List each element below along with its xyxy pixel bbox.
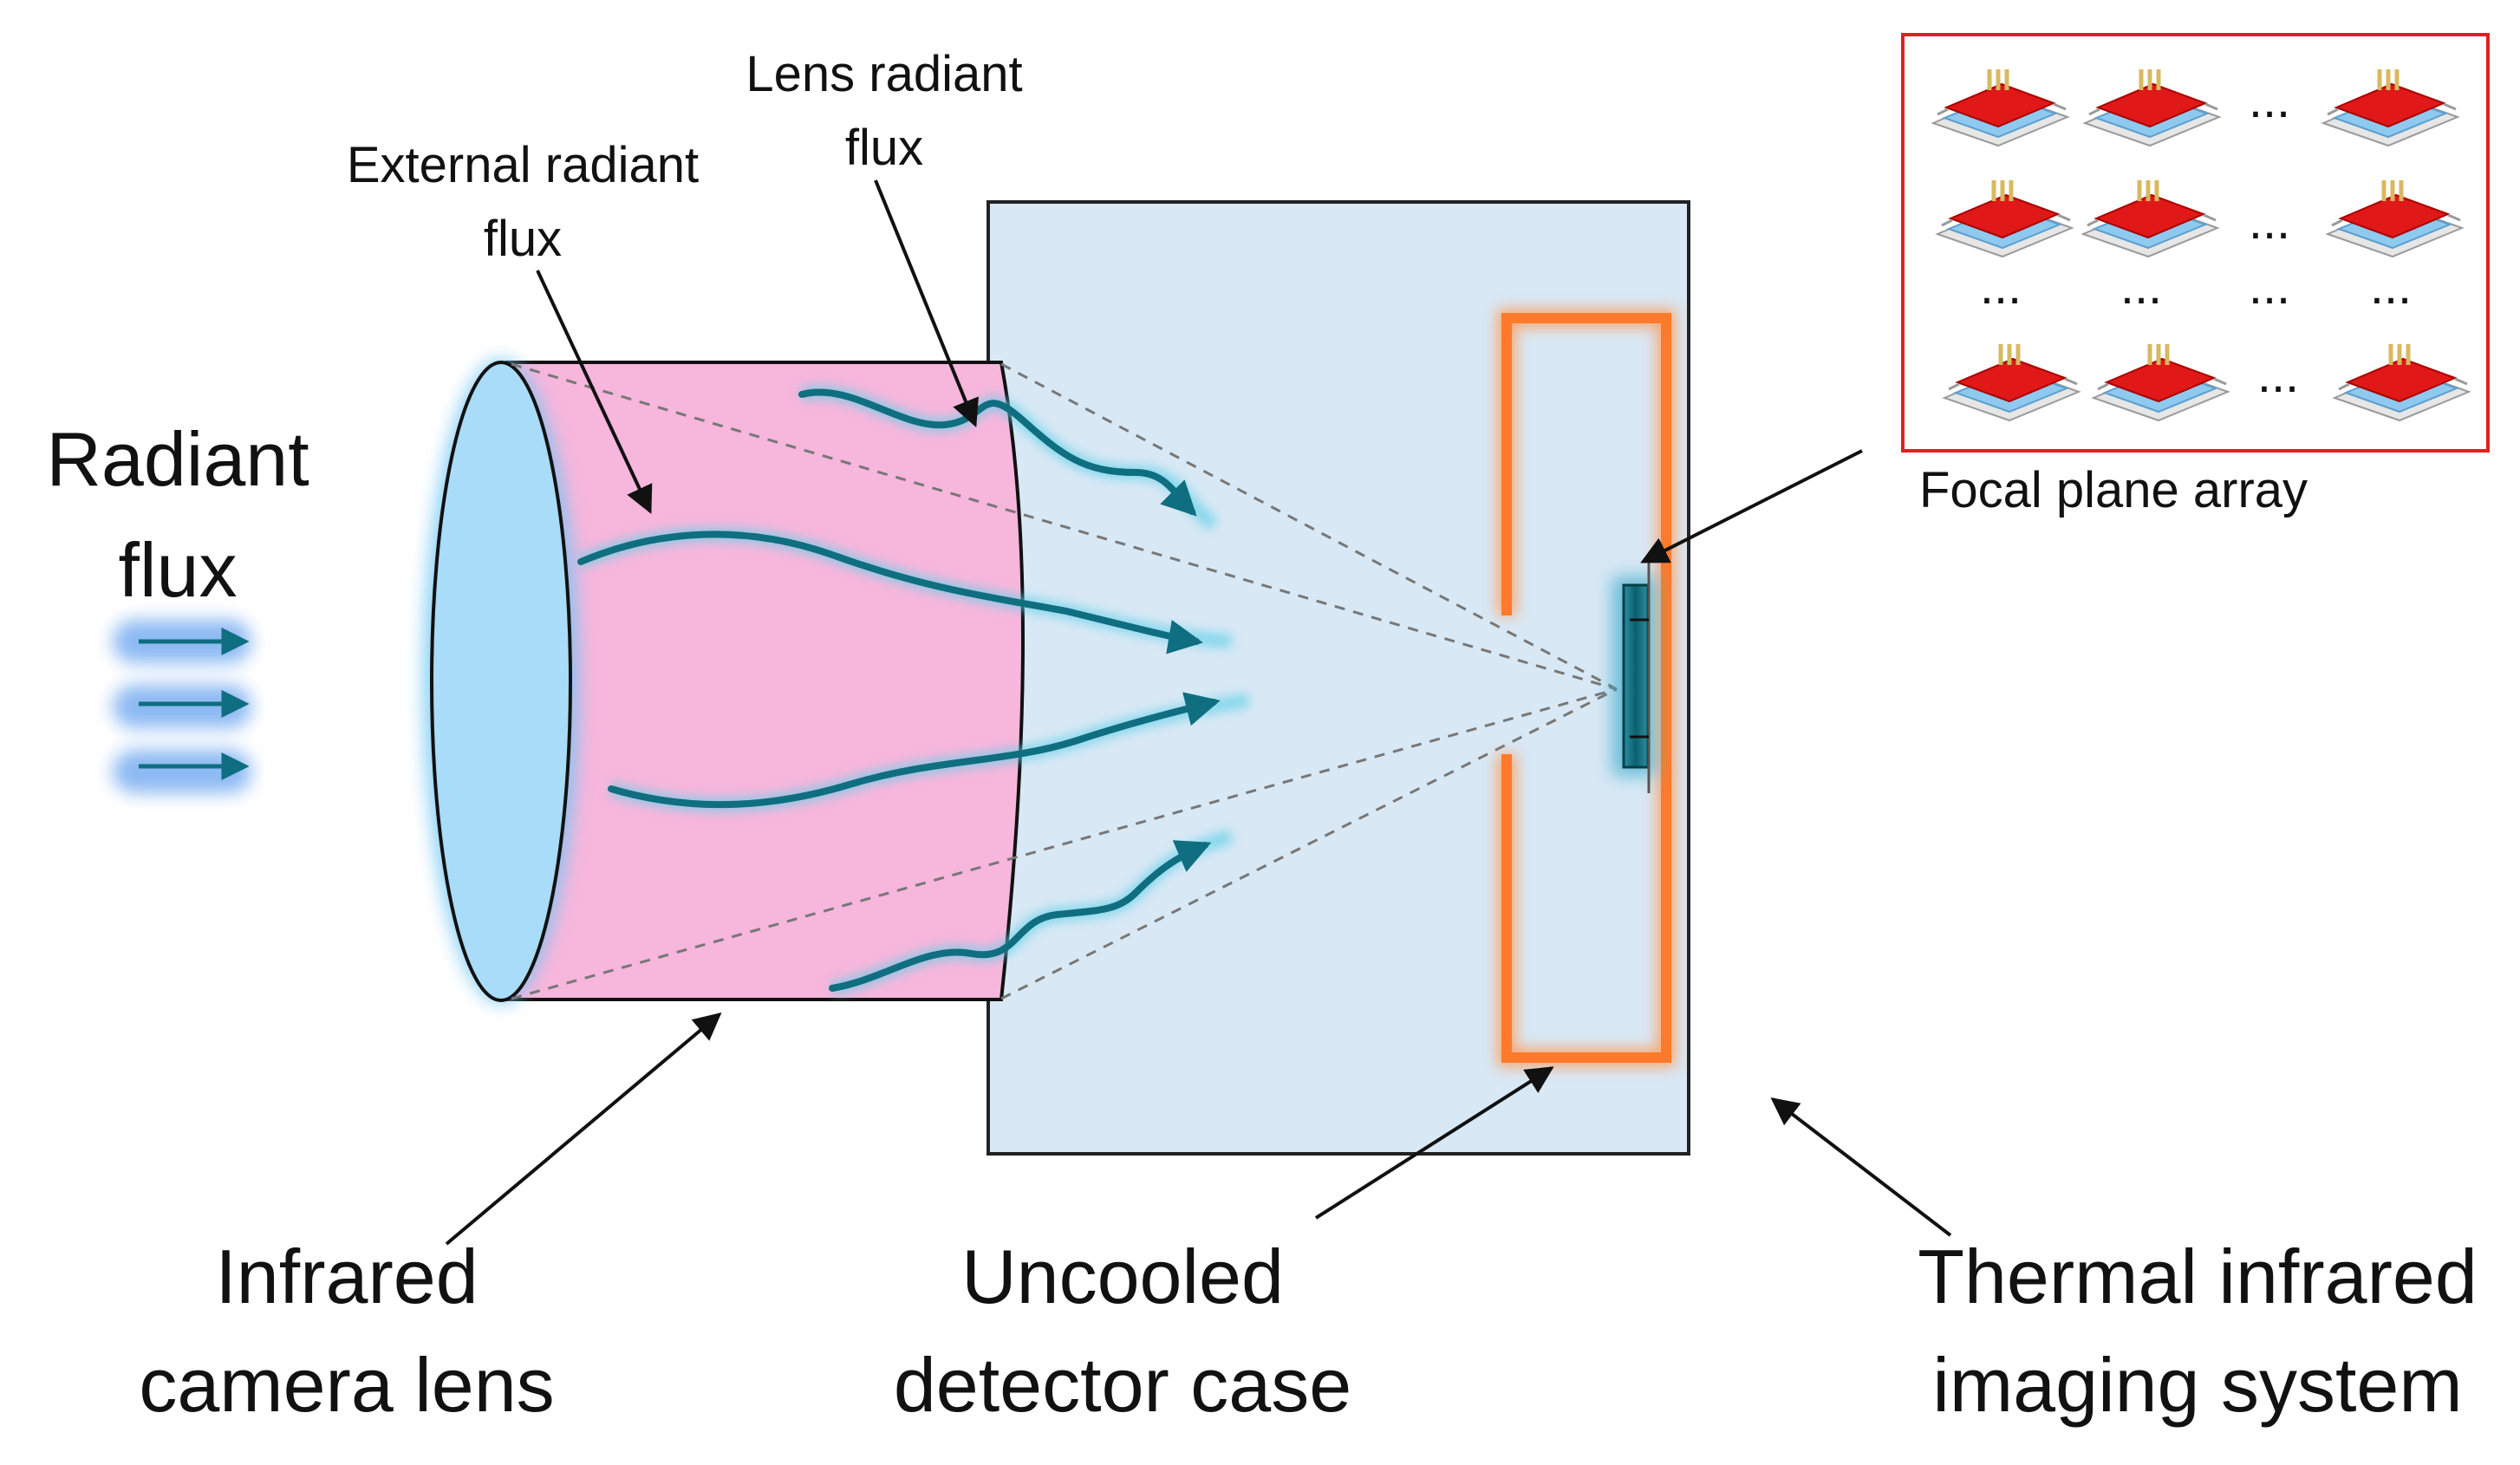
bolometer-pixel: [2080, 180, 2220, 258]
uncooled-detector-case-label-line2: detector case: [894, 1342, 1351, 1428]
bolometer-pixel: [1942, 344, 2081, 422]
ellipsis-row3-col4: ...: [2370, 258, 2412, 315]
uncooled-detector-case: [1497, 309, 1676, 1067]
optical-rays: [511, 362, 1618, 1000]
external-flux-wave-2: [608, 692, 1221, 809]
incoming-flux-glow: [113, 620, 251, 793]
pixel-grid: [1931, 69, 2471, 422]
ellipsis-row3-col1: ...: [1980, 258, 2022, 315]
bolometer-pixel: [1935, 180, 2074, 258]
thermal-infrared-imaging-system-annotation: Thermal infrared imaging system: [1770, 1097, 2478, 1428]
external-radiant-flux-label-line2: flux: [484, 211, 562, 267]
infrared-camera-lens: [423, 359, 1025, 1004]
thermal-imaging-system-label-line2: imaging system: [1932, 1342, 2462, 1428]
uncooled-detector-case-annotation: Uncooled detector case: [894, 1066, 1554, 1428]
flux-waves: [577, 388, 1221, 992]
bolometer-pixel: [1931, 69, 2070, 147]
ellipsis-row2: ...: [2249, 193, 2290, 250]
focal-plane-array-element: [1612, 555, 1656, 793]
infrared-camera-lens-label-line1: Infrared: [215, 1234, 478, 1319]
lens-radiant-flux-label-line2: flux: [845, 120, 923, 176]
lens-flux-wave-2: [829, 840, 1212, 992]
bolometer-pixel: [2325, 180, 2465, 258]
radiant-flux-group: Radiant flux: [46, 416, 309, 793]
infrared-camera-lens-annotation: Infrared camera lens: [139, 1012, 722, 1428]
ellipsis-row4: ...: [2257, 347, 2299, 403]
thermal-imaging-system-box: [987, 200, 1690, 1156]
external-radiant-flux-label-line1: External radiant: [347, 137, 699, 193]
bolometer-pixel: [2321, 69, 2460, 147]
external-radiant-flux-annotation: External radiant flux: [347, 137, 699, 514]
fpa-inset-ellipses: ... ... ... ... ... ... ...: [1980, 72, 2412, 403]
bolometer-pixel: [2091, 344, 2230, 422]
radiant-flux-label-line2: flux: [119, 527, 238, 613]
focal-plane-array-inset: ... ... ... ... ... ... ... Focal plane …: [1640, 33, 2490, 563]
lens-body: [505, 361, 1025, 1001]
thermal-imaging-system-label-line1: Thermal infrared: [1918, 1234, 2478, 1319]
infrared-camera-lens-label-line2: camera lens: [139, 1342, 554, 1428]
external-flux-wave-1: [577, 531, 1203, 654]
ellipsis-row3-col3: ...: [2249, 258, 2290, 315]
lens-flux-wave-1: [798, 388, 1197, 517]
bolometer-pixel: [2332, 344, 2471, 422]
lens-face: [430, 361, 572, 1002]
ellipsis-row1: ...: [2249, 72, 2290, 128]
incoming-flux-arrows: [139, 627, 250, 781]
lens-radiant-flux-annotation: Lens radiant flux: [746, 46, 1023, 427]
ellipsis-row3-col2: ...: [2120, 258, 2162, 315]
bolometer-pixel: [2082, 69, 2222, 147]
lens-radiant-flux-label-line1: Lens radiant: [746, 46, 1022, 102]
uncooled-detector-case-label-line1: Uncooled: [961, 1234, 1284, 1319]
radiant-flux-label-line1: Radiant: [46, 416, 309, 502]
focal-plane-array-label: Focal plane array: [1919, 462, 2308, 518]
